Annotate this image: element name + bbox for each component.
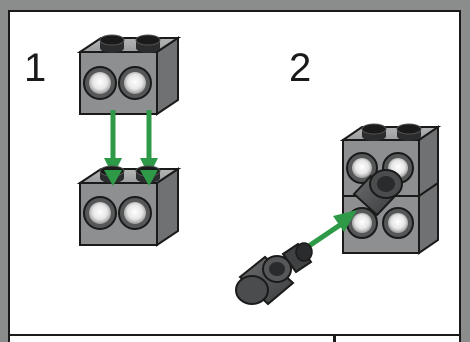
stud [99,34,125,53]
technic-pin-icon [235,242,313,306]
stud [361,123,387,141]
technic-pin-icon [352,169,403,217]
panel-divider [333,336,336,342]
next-panel-strip [8,336,461,342]
technic-brick-icon [76,165,182,247]
step-number-2: 2 [289,46,312,90]
step-number-1: 1 [24,46,47,90]
stud [135,34,161,53]
technic-brick-stack [339,123,442,255]
stud [396,123,422,141]
technic-brick-icon [76,34,182,116]
